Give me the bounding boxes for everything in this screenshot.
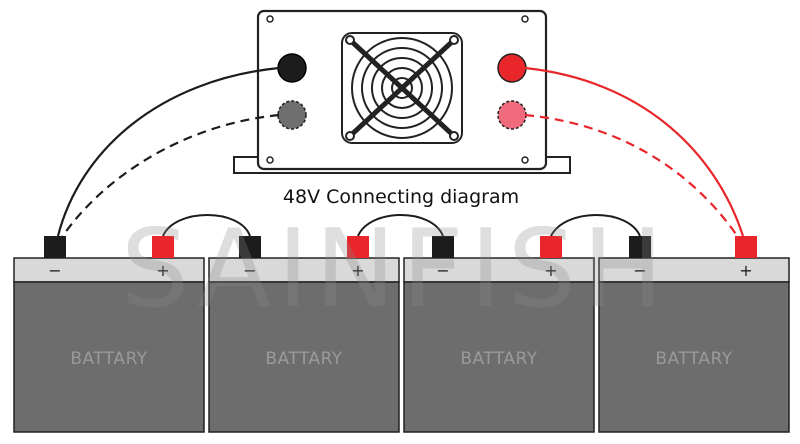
battery-2: − + BATTARY	[208, 236, 400, 433]
screw-icon	[266, 156, 274, 164]
battery-label: BATTARY	[265, 349, 342, 369]
positive-cable	[524, 66, 745, 237]
inverter-negative-terminal	[277, 53, 307, 83]
positive-sign: +	[351, 261, 364, 280]
fan-grille-icon	[341, 32, 463, 144]
battery-top-cap	[13, 257, 205, 283]
battery-4: − + BATTARY	[598, 236, 790, 433]
series-links	[162, 214, 641, 237]
diagram-caption: 48V Connecting diagram	[283, 186, 519, 208]
main-cables	[56, 66, 745, 241]
battery-label: BATTARY	[70, 349, 147, 369]
battery-top-cap	[403, 257, 595, 283]
screw-icon	[521, 156, 529, 164]
battery-label: BATTARY	[460, 349, 537, 369]
battery-positive-terminal-icon	[735, 236, 757, 258]
screw-icon	[266, 15, 274, 23]
battery-negative-terminal-icon	[44, 236, 66, 258]
screw-icon	[521, 15, 529, 23]
battery-body	[13, 281, 205, 433]
battery-body	[208, 281, 400, 433]
positive-sign: +	[544, 261, 557, 280]
battery-top-cap	[208, 257, 400, 283]
inverter-positive-terminal-alt	[497, 100, 527, 130]
negative-cable-alt	[59, 113, 280, 241]
inverter	[233, 9, 571, 174]
positive-sign: +	[156, 261, 169, 280]
battery-negative-terminal-icon	[239, 236, 261, 258]
negative-sign: −	[243, 261, 256, 280]
inverter-negative-terminal-alt	[277, 100, 307, 130]
battery-negative-terminal-icon	[432, 236, 454, 258]
battery-body	[403, 281, 595, 433]
negative-sign: −	[436, 261, 449, 280]
battery-body	[598, 281, 790, 433]
positive-sign: +	[739, 261, 752, 280]
battery-3: − + BATTARY	[403, 236, 595, 433]
negative-sign: −	[48, 261, 61, 280]
battery-1: − + BATTARY	[13, 236, 205, 433]
battery-positive-terminal-icon	[347, 236, 369, 258]
battery-negative-terminal-icon	[629, 236, 651, 258]
positive-cable-alt	[524, 113, 741, 241]
inverter-positive-terminal	[497, 53, 527, 83]
link-cable-2-3	[357, 214, 444, 237]
negative-sign: −	[633, 261, 646, 280]
battery-label: BATTARY	[655, 349, 732, 369]
battery-positive-terminal-icon	[152, 236, 174, 258]
link-cable-1-2	[162, 214, 251, 237]
battery-top-cap	[598, 257, 790, 283]
link-cable-3-4	[550, 214, 641, 237]
battery-positive-terminal-icon	[540, 236, 562, 258]
battery-bank: − + BATTARY − + BATTARY − + BATTARY	[13, 236, 790, 433]
watermark-text: SAINFISH	[121, 207, 670, 332]
negative-cable	[56, 66, 280, 237]
